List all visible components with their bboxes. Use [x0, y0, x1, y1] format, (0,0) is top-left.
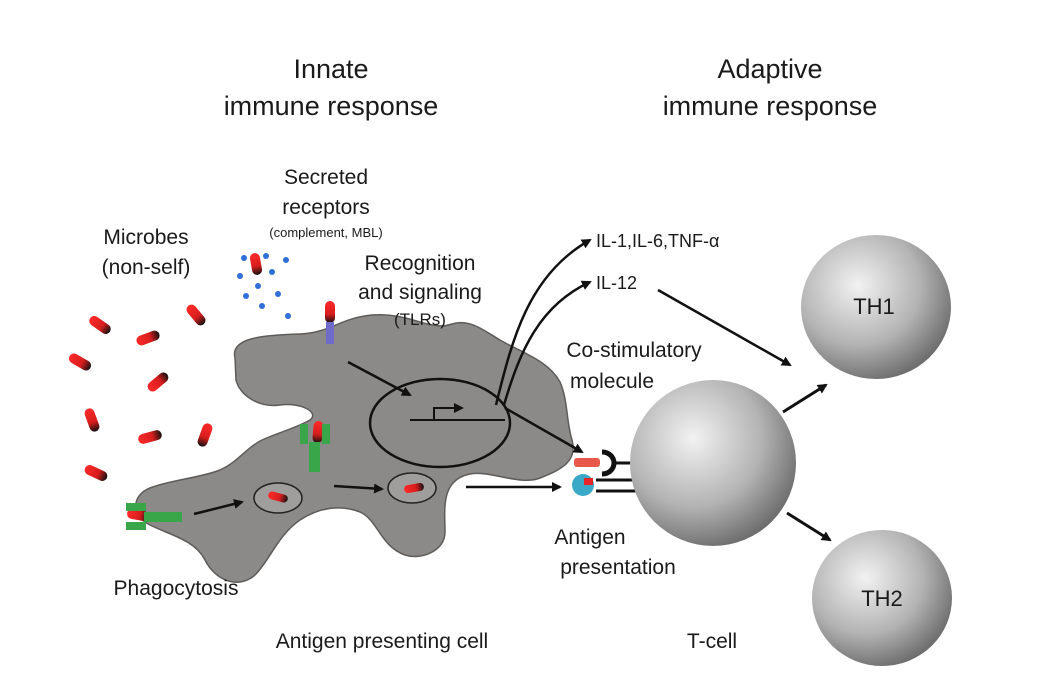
- microbe: [249, 253, 263, 275]
- secreted-receptors-label-line2: receptors: [282, 196, 370, 219]
- costimulatory-label-line1: Co-stimulatory: [566, 339, 702, 362]
- microbe: [197, 423, 213, 447]
- microbe: [89, 315, 111, 335]
- microbe: [68, 353, 92, 371]
- adaptive-heading-line1: Adaptive: [717, 54, 822, 84]
- phagocytosis-label: Phagocytosis: [114, 577, 239, 600]
- costimulatory-receptor: [601, 449, 617, 477]
- innate-heading-line1: Innate: [293, 54, 368, 84]
- microbe: [147, 372, 169, 392]
- antigen-presenting-cell-body: [135, 313, 574, 583]
- arrow-uptake-1: [193, 499, 244, 516]
- arrow-il12-to-th1: [657, 288, 792, 367]
- th2-cell: [812, 530, 952, 666]
- cytokines-label: IL-1,IL-6,TNF-α: [596, 231, 719, 251]
- recognition-label-line3: (TLRs): [394, 310, 446, 329]
- recognition-label-line2: and signaling: [358, 281, 482, 304]
- th1-label: TH1: [853, 294, 895, 319]
- microbe: [84, 408, 100, 432]
- secreted-receptors-sublabel: (complement, MBL): [269, 225, 382, 240]
- tlr-receptor: [326, 322, 334, 344]
- recognition-label-line1: Recognition: [365, 252, 476, 275]
- apc-label: Antigen presenting cell: [276, 630, 488, 653]
- phagocytic-receptor: [126, 503, 182, 530]
- arrow-il12: [502, 280, 592, 406]
- costimulatory-molecule: [574, 458, 600, 467]
- presented-antigen: [584, 478, 593, 485]
- arrow-uptake-2: [333, 483, 384, 494]
- microbe: [127, 508, 149, 522]
- innate-heading-line2: immune response: [224, 91, 439, 121]
- microbe: [186, 304, 206, 326]
- th1-cell: [801, 235, 951, 379]
- microbe: [268, 491, 288, 503]
- microbe: [84, 465, 108, 481]
- il12-label: IL-12: [596, 273, 637, 293]
- phagocytic-receptor: [300, 424, 330, 472]
- arrow-nucleus-to-costim: [504, 406, 584, 454]
- antigen-presentation-label-line1: Antigen: [554, 526, 625, 549]
- th2-label: TH2: [861, 586, 903, 611]
- adaptive-heading-line2: immune response: [663, 91, 878, 121]
- microbe: [325, 301, 335, 323]
- arrow-tcell-to-th2: [786, 511, 832, 542]
- arrow-tlr-to-nucleus: [347, 360, 412, 397]
- arrow-cytokines: [494, 238, 592, 406]
- microbe: [136, 330, 160, 346]
- microbe: [312, 421, 324, 443]
- microbes-label-line2: (non-self): [102, 256, 191, 279]
- transcription-start-arrow: [433, 403, 464, 420]
- costimulatory-label-line2: molecule: [570, 370, 654, 393]
- antigen-presentation-label-line2: presentation: [560, 556, 676, 579]
- nucleus: [368, 377, 512, 469]
- microbe: [138, 430, 162, 444]
- t-cell: [630, 380, 796, 546]
- secreted-receptors-label-line1: Secreted: [284, 166, 368, 189]
- tcell-label: T-cell: [687, 630, 737, 653]
- microbe: [404, 482, 424, 494]
- secreted-receptor-molecules: [237, 253, 291, 319]
- arrow-tcell-to-th1: [782, 383, 828, 414]
- microbes-label-line1: Microbes: [103, 226, 188, 249]
